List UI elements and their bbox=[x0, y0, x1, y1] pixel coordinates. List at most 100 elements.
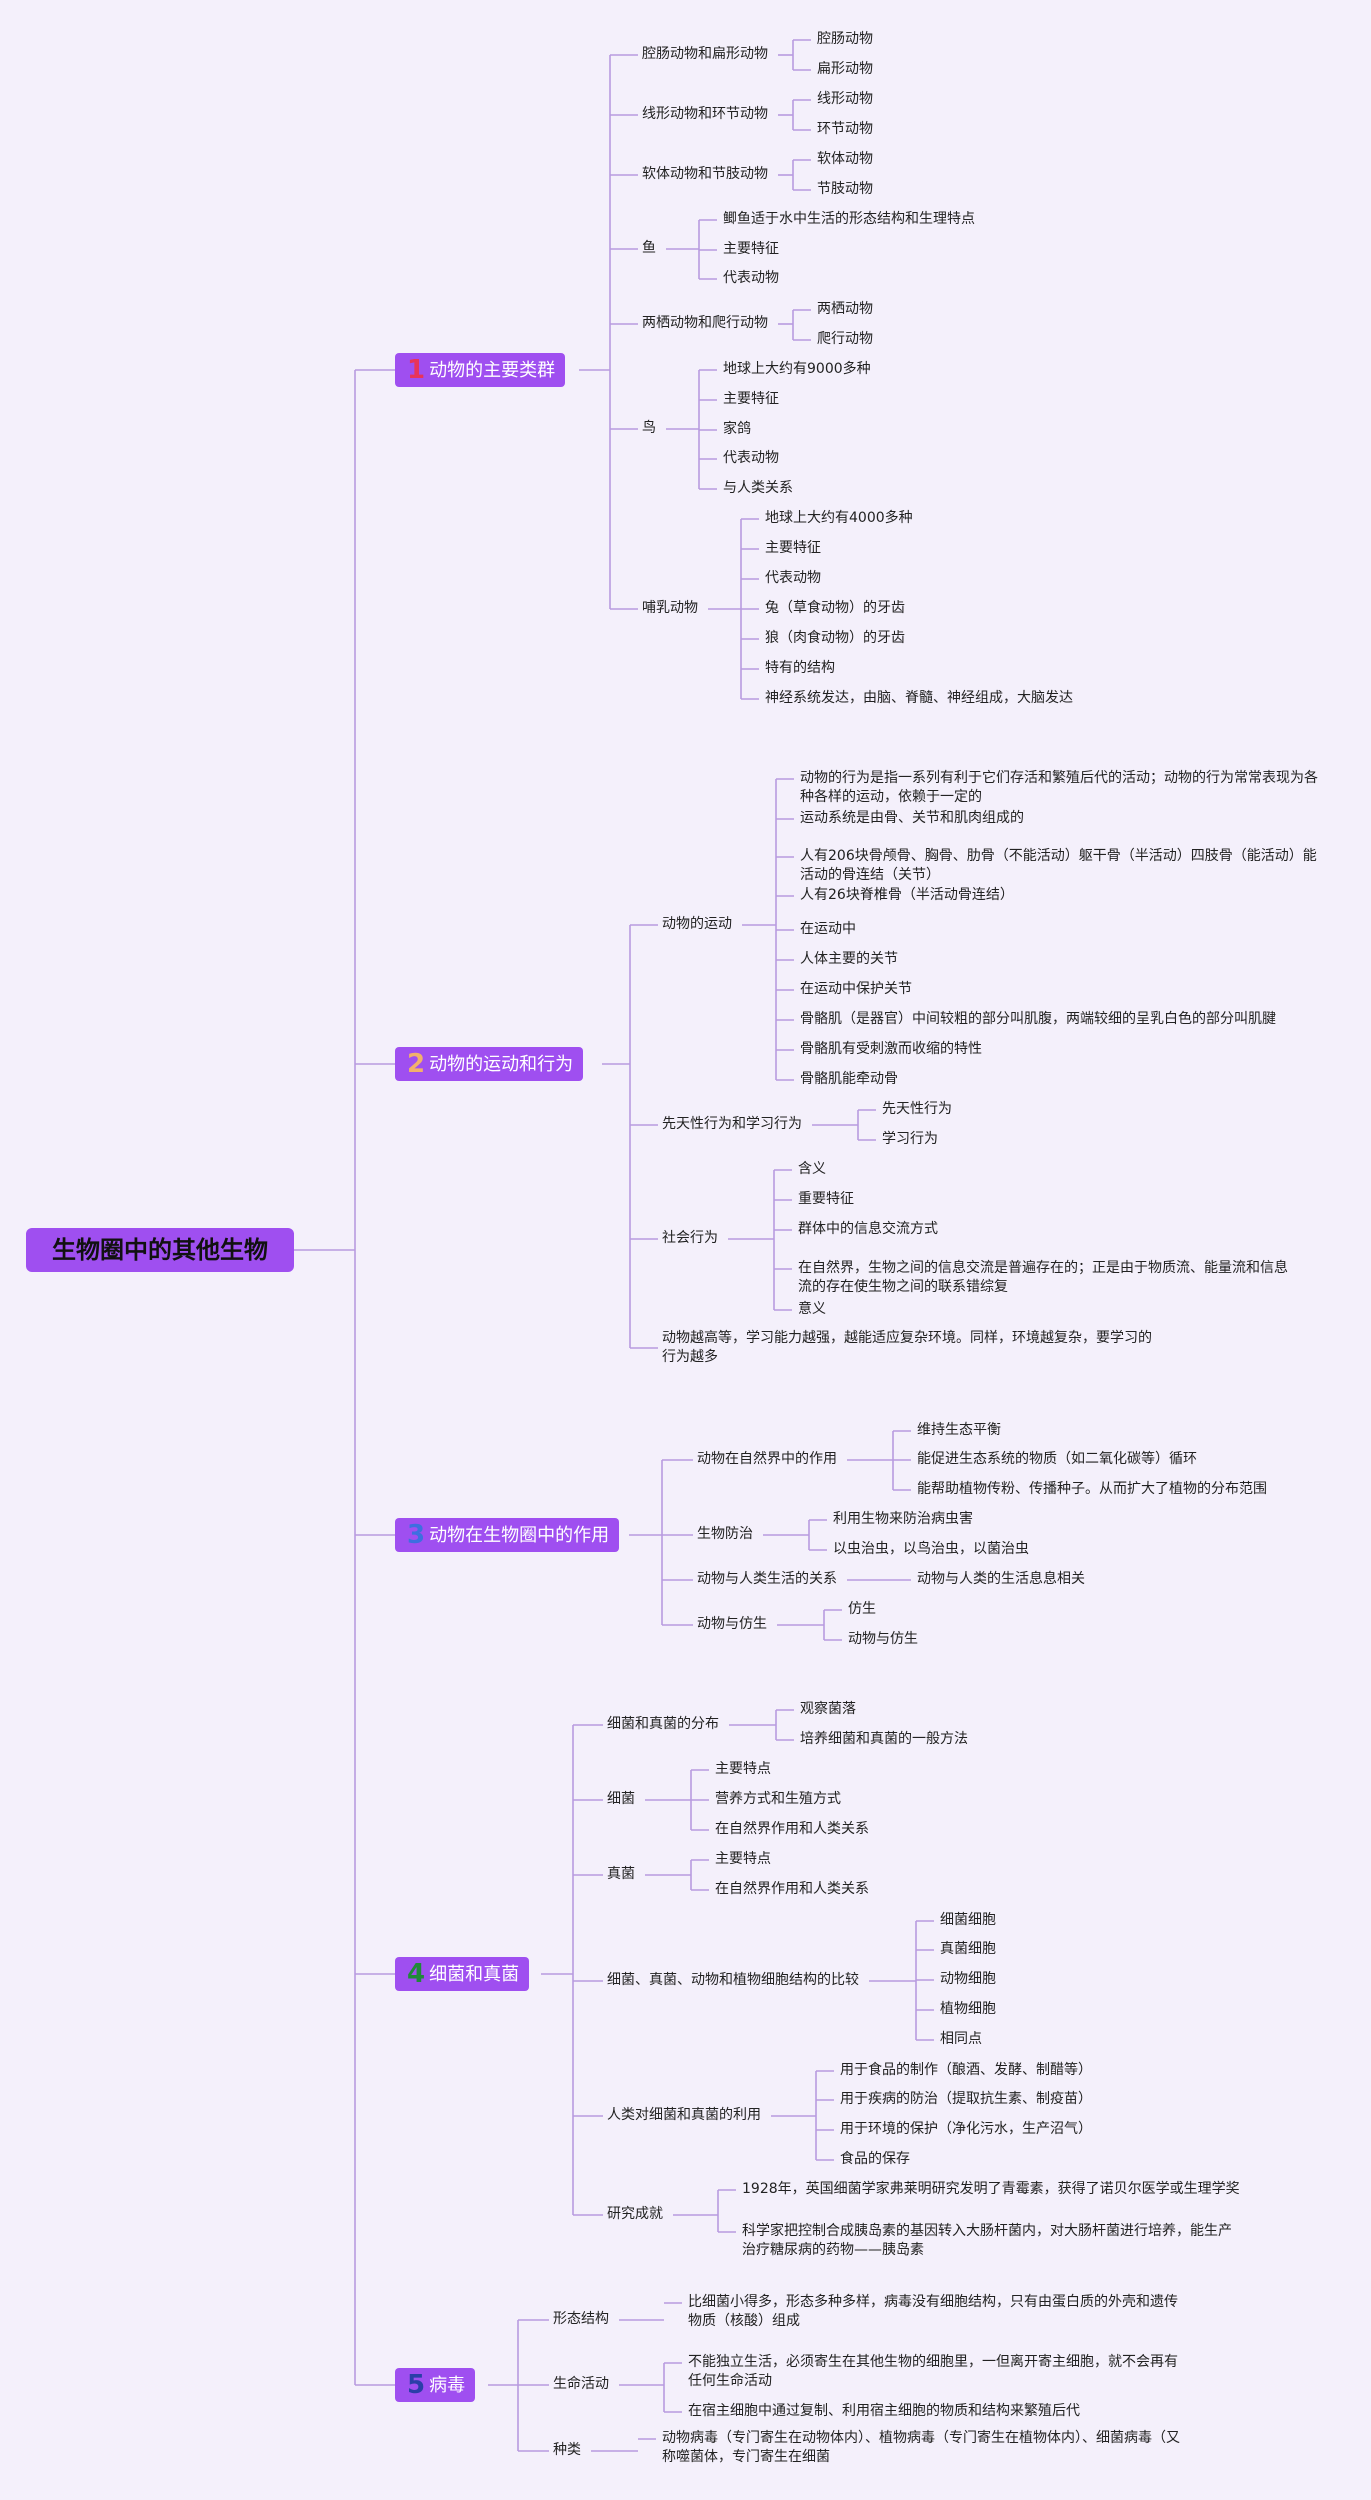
child-node[interactable]: 种类 bbox=[553, 2442, 581, 2458]
leaf-node[interactable]: 观察菌落 bbox=[800, 1701, 856, 1717]
leaf-node[interactable]: 运动系统是由骨、关节和肌肉组成的 bbox=[800, 810, 1024, 826]
leaf-node[interactable]: 在自然界作用和人类关系 bbox=[715, 1881, 869, 1897]
leaf-node[interactable]: 节肢动物 bbox=[817, 181, 873, 197]
leaf-node[interactable]: 1928年，英国细菌学家弗莱明研究发明了青霉素，获得了诺贝尔医学或生理学奖 bbox=[742, 2181, 1240, 2197]
leaf-node[interactable]: 真菌细胞 bbox=[940, 1941, 996, 1957]
leaf-node[interactable]: 营养方式和生殖方式 bbox=[715, 1791, 841, 1807]
child-node[interactable]: 动物与人类生活的关系 bbox=[697, 1571, 837, 1587]
leaf-node[interactable]: 在自然界，生物之间的信息交流是普遍存在的；正是由于物质流、能量流和信息流的存在使… bbox=[798, 1260, 1288, 1295]
leaf-node[interactable]: 兔（草食动物）的牙齿 bbox=[765, 600, 905, 616]
child-node[interactable]: 动物在自然界中的作用 bbox=[697, 1451, 837, 1467]
child-node[interactable]: 形态结构 bbox=[553, 2311, 609, 2327]
leaf-node[interactable]: 动物与人类的生活息息相关 bbox=[917, 1571, 1085, 1587]
leaf-node[interactable]: 意义 bbox=[798, 1301, 826, 1317]
child-node[interactable]: 动物的运动 bbox=[662, 916, 732, 932]
leaf-node[interactable]: 先天性行为 bbox=[882, 1101, 952, 1117]
child-node[interactable]: 鸟 bbox=[642, 420, 656, 436]
leaf-node[interactable]: 在自然界作用和人类关系 bbox=[715, 1821, 869, 1837]
leaf-node[interactable]: 神经系统发达，由脑、脊髓、神经组成，大脑发达 bbox=[765, 690, 1073, 706]
child-node[interactable]: 细菌和真菌的分布 bbox=[607, 1716, 719, 1732]
leaf-node[interactable]: 地球上大约有4000多种 bbox=[765, 510, 913, 526]
leaf-node[interactable]: 人有26块脊椎骨（半活动骨连结） bbox=[800, 887, 1014, 903]
leaf-node[interactable]: 用于疾病的防治（提取抗生素、制疫苗） bbox=[840, 2091, 1092, 2107]
leaf-node[interactable]: 主要特点 bbox=[715, 1761, 771, 1777]
child-node[interactable]: 先天性行为和学习行为 bbox=[662, 1116, 802, 1132]
leaf-node[interactable]: 动物细胞 bbox=[940, 1971, 996, 1987]
child-node[interactable]: 真菌 bbox=[607, 1866, 635, 1882]
child-node[interactable]: 细菌 bbox=[607, 1791, 635, 1807]
leaf-node[interactable]: 腔肠动物 bbox=[817, 31, 873, 47]
leaf-node[interactable]: 动物的行为是指一系列有利于它们存活和繁殖后代的活动；动物的行为常常表现为各种各样… bbox=[800, 770, 1318, 805]
leaf-node[interactable]: 学习行为 bbox=[882, 1131, 938, 1147]
leaf-node[interactable]: 人体主要的关节 bbox=[800, 951, 898, 967]
leaf-node[interactable]: 以虫治虫，以鸟治虫，以菌治虫 bbox=[833, 1541, 1029, 1557]
leaf-node[interactable]: 狼（肉食动物）的牙齿 bbox=[765, 630, 905, 646]
leaf-node[interactable]: 线形动物 bbox=[817, 91, 873, 107]
leaf-node[interactable]: 在宿主细胞中通过复制、利用宿主细胞的物质和结构来繁殖后代 bbox=[688, 2403, 1080, 2419]
leaf-node[interactable]: 主要特点 bbox=[715, 1851, 771, 1867]
leaf-node[interactable]: 骨骼肌有受刺激而收缩的特性 bbox=[800, 1041, 982, 1057]
leaf-node[interactable]: 主要特征 bbox=[723, 241, 779, 257]
child-node[interactable]: 腔肠动物和扁形动物 bbox=[642, 46, 768, 62]
leaf-node[interactable]: 仿生 bbox=[848, 1601, 876, 1617]
leaf-node[interactable]: 含义 bbox=[798, 1161, 826, 1177]
leaf-node[interactable]: 与人类关系 bbox=[723, 480, 793, 496]
child-node[interactable]: 哺乳动物 bbox=[642, 600, 698, 616]
leaf-node[interactable]: 植物细胞 bbox=[940, 2001, 996, 2017]
child-node[interactable]: 生物防治 bbox=[697, 1526, 753, 1542]
child-node[interactable]: 鱼 bbox=[642, 240, 656, 256]
leaf-node[interactable]: 在运动中 bbox=[800, 921, 856, 937]
leaf-node[interactable]: 扁形动物 bbox=[817, 61, 873, 77]
child-node[interactable]: 两栖动物和爬行动物 bbox=[642, 315, 768, 331]
child-node[interactable]: 生命活动 bbox=[553, 2376, 609, 2392]
child-node[interactable]: 研究成就 bbox=[607, 2206, 663, 2222]
leaf-node[interactable]: 鲫鱼适于水中生活的形态结构和生理特点 bbox=[723, 211, 975, 227]
child-node[interactable]: 动物越高等，学习能力越强，越能适应复杂环境。同样，环境越复杂，要学习的行为越多 bbox=[662, 1330, 1152, 1365]
leaf-node[interactable]: 爬行动物 bbox=[817, 331, 873, 347]
leaf-node[interactable]: 用于环境的保护（净化污水，生产沼气） bbox=[840, 2121, 1092, 2137]
leaf-node[interactable]: 地球上大约有9000多种 bbox=[723, 361, 871, 377]
leaf-node[interactable]: 能帮助植物传粉、传播种子。从而扩大了植物的分布范围 bbox=[917, 1481, 1267, 1497]
leaf-node[interactable]: 利用生物来防治病虫害 bbox=[833, 1511, 973, 1527]
leaf-node[interactable]: 细菌细胞 bbox=[940, 1912, 996, 1928]
leaf-node[interactable]: 代表动物 bbox=[723, 450, 779, 466]
leaf-node[interactable]: 两栖动物 bbox=[817, 301, 873, 317]
leaf-node[interactable]: 食品的保存 bbox=[840, 2151, 910, 2167]
child-node[interactable]: 软体动物和节肢动物 bbox=[642, 166, 768, 182]
leaf-node[interactable]: 群体中的信息交流方式 bbox=[798, 1221, 938, 1237]
leaf-node[interactable]: 动物与仿生 bbox=[848, 1631, 918, 1647]
child-node[interactable]: 线形动物和环节动物 bbox=[642, 106, 768, 122]
leaf-node[interactable]: 主要特征 bbox=[765, 540, 821, 556]
leaf-node[interactable]: 不能独立生活，必须寄生在其他生物的细胞里，一但离开寄主细胞，就不会再有任何生命活… bbox=[688, 2354, 1178, 2389]
root-node[interactable]: 生物圈中的其他生物 bbox=[26, 1228, 294, 1272]
child-node[interactable]: 细菌、真菌、动物和植物细胞结构的比较 bbox=[607, 1972, 859, 1988]
leaf-node[interactable]: 能促进生态系统的物质（如二氧化碳等）循环 bbox=[917, 1451, 1197, 1467]
leaf-node[interactable]: 维持生态平衡 bbox=[917, 1422, 1001, 1438]
child-node[interactable]: 动物与仿生 bbox=[697, 1616, 767, 1632]
child-node[interactable]: 人类对细菌和真菌的利用 bbox=[607, 2107, 761, 2123]
leaf-node[interactable]: 培养细菌和真菌的一般方法 bbox=[800, 1731, 968, 1747]
leaf-node[interactable]: 特有的结构 bbox=[765, 660, 835, 676]
leaf-node[interactable]: 骨骼肌（是器官）中间较粗的部分叫肌腹，两端较细的呈乳白色的部分叫肌腱 bbox=[800, 1011, 1276, 1027]
leaf-node[interactable]: 代表动物 bbox=[723, 270, 779, 286]
leaf-node[interactable]: 人有206块骨颅骨、胸骨、肋骨（不能活动）躯干骨（半活动）四肢骨（能活动）能活动… bbox=[800, 848, 1317, 883]
leaf-node[interactable]: 代表动物 bbox=[765, 570, 821, 586]
leaf-node[interactable]: 主要特征 bbox=[723, 391, 779, 407]
leaf-node[interactable]: 家鸽 bbox=[723, 421, 751, 437]
leaf-node[interactable]: 动物病毒（专门寄生在动物体内）、植物病毒（专门寄生在植物体内）、细菌病毒（又称噬… bbox=[662, 2430, 1180, 2465]
leaf-node[interactable]: 重要特征 bbox=[798, 1191, 854, 1207]
leaf-node[interactable]: 科学家把控制合成胰岛素的基因转入大肠杆菌内，对大肠杆菌进行培养，能生产治疗糖尿病… bbox=[742, 2223, 1232, 2258]
leaf-node[interactable]: 骨骼肌能牵动骨 bbox=[800, 1071, 898, 1087]
leaf-node[interactable]: 比细菌小得多，形态多种多样，病毒没有细胞结构，只有由蛋白质的外壳和遗传物质（核酸… bbox=[688, 2294, 1178, 2329]
child-node[interactable]: 社会行为 bbox=[662, 1230, 718, 1246]
leaf-node[interactable]: 用于食品的制作（酿酒、发酵、制醋等） bbox=[840, 2062, 1092, 2078]
leaf-node[interactable]: 软体动物 bbox=[817, 151, 873, 167]
leaf-node[interactable]: 环节动物 bbox=[817, 121, 873, 137]
leaf-node[interactable]: 相同点 bbox=[940, 2031, 982, 2047]
leaf-node[interactable]: 在运动中保护关节 bbox=[800, 981, 912, 997]
